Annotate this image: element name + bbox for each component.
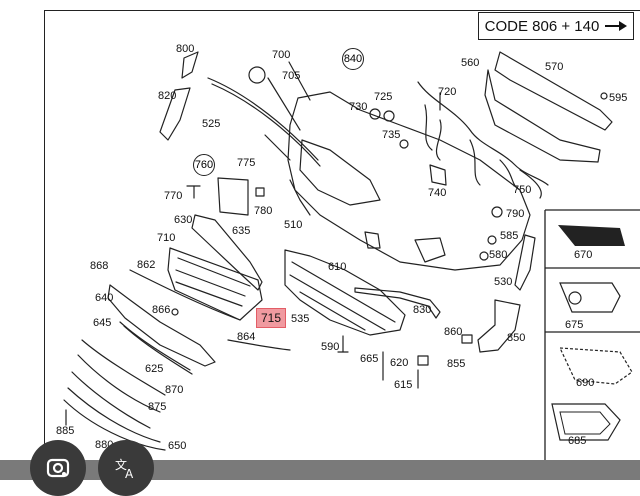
bottom-toolbar xyxy=(0,460,640,480)
label-750: 750 xyxy=(513,184,532,196)
label-775: 775 xyxy=(237,157,256,169)
label-625: 625 xyxy=(145,363,164,375)
label-864: 864 xyxy=(237,331,256,343)
label-790: 790 xyxy=(506,208,525,220)
label-880: 880 xyxy=(95,439,114,451)
label-650: 650 xyxy=(168,440,187,452)
right-arrow-icon xyxy=(605,21,628,31)
label-510: 510 xyxy=(284,219,303,231)
google-lens-icon xyxy=(46,458,70,478)
svg-text:A: A xyxy=(125,467,134,481)
label-780: 780 xyxy=(254,205,273,217)
label-640: 640 xyxy=(95,292,114,304)
callout-760: 760 xyxy=(193,154,215,176)
translate-button[interactable]: 文 A xyxy=(98,440,154,496)
parts-diagram-page: CODE 806 + 140 xyxy=(0,10,640,496)
part-670-thumb xyxy=(558,225,625,246)
label-820: 820 xyxy=(158,90,177,102)
diagram-frame xyxy=(44,10,640,465)
code-box: CODE 806 + 140 xyxy=(478,12,634,40)
label-560: 560 xyxy=(461,57,480,69)
label-860: 860 xyxy=(444,326,463,338)
label-720: 720 xyxy=(438,86,457,98)
callout-840: 840 xyxy=(342,48,364,70)
label-855: 855 xyxy=(447,358,466,370)
label-630: 630 xyxy=(174,214,193,226)
label-635: 635 xyxy=(232,225,251,237)
label-725: 725 xyxy=(374,91,393,103)
label-885: 885 xyxy=(56,425,75,437)
label-530: 530 xyxy=(494,276,513,288)
label-770: 770 xyxy=(164,190,183,202)
label-670: 670 xyxy=(574,249,593,261)
label-685: 685 xyxy=(568,435,587,447)
label-690: 690 xyxy=(576,377,595,389)
label-715-highlighted[interactable]: 715 xyxy=(256,308,286,328)
label-830: 830 xyxy=(413,304,432,316)
svg-text:文: 文 xyxy=(115,457,127,472)
google-lens-button[interactable] xyxy=(30,440,86,496)
label-595: 595 xyxy=(609,92,628,104)
translate-icon: 文 A xyxy=(115,457,134,481)
label-525: 525 xyxy=(202,118,221,130)
label-705: 705 xyxy=(282,70,301,82)
label-862: 862 xyxy=(137,259,156,271)
bumper-cover xyxy=(287,91,531,271)
label-875: 875 xyxy=(148,401,167,413)
label-730: 730 xyxy=(349,101,368,113)
code-label: CODE 806 + 140 xyxy=(484,17,600,35)
label-580: 580 xyxy=(489,249,508,261)
label-535: 535 xyxy=(291,313,310,325)
label-868: 868 xyxy=(90,260,109,272)
label-665: 665 xyxy=(360,353,379,365)
label-610: 610 xyxy=(328,261,347,273)
bumper-line-art xyxy=(63,51,640,465)
label-570: 570 xyxy=(545,61,564,73)
label-740: 740 xyxy=(428,187,447,199)
label-850: 850 xyxy=(507,332,526,344)
label-870: 870 xyxy=(165,384,184,396)
label-700: 700 xyxy=(272,49,291,61)
label-615: 615 xyxy=(394,379,413,391)
label-866: 866 xyxy=(152,304,171,316)
label-710: 710 xyxy=(157,232,176,244)
label-800: 800 xyxy=(176,43,195,55)
label-620: 620 xyxy=(390,357,409,369)
label-645: 645 xyxy=(93,317,112,329)
label-735: 735 xyxy=(382,129,401,141)
label-585: 585 xyxy=(500,230,519,242)
label-590: 590 xyxy=(321,341,340,353)
label-675: 675 xyxy=(565,319,584,331)
